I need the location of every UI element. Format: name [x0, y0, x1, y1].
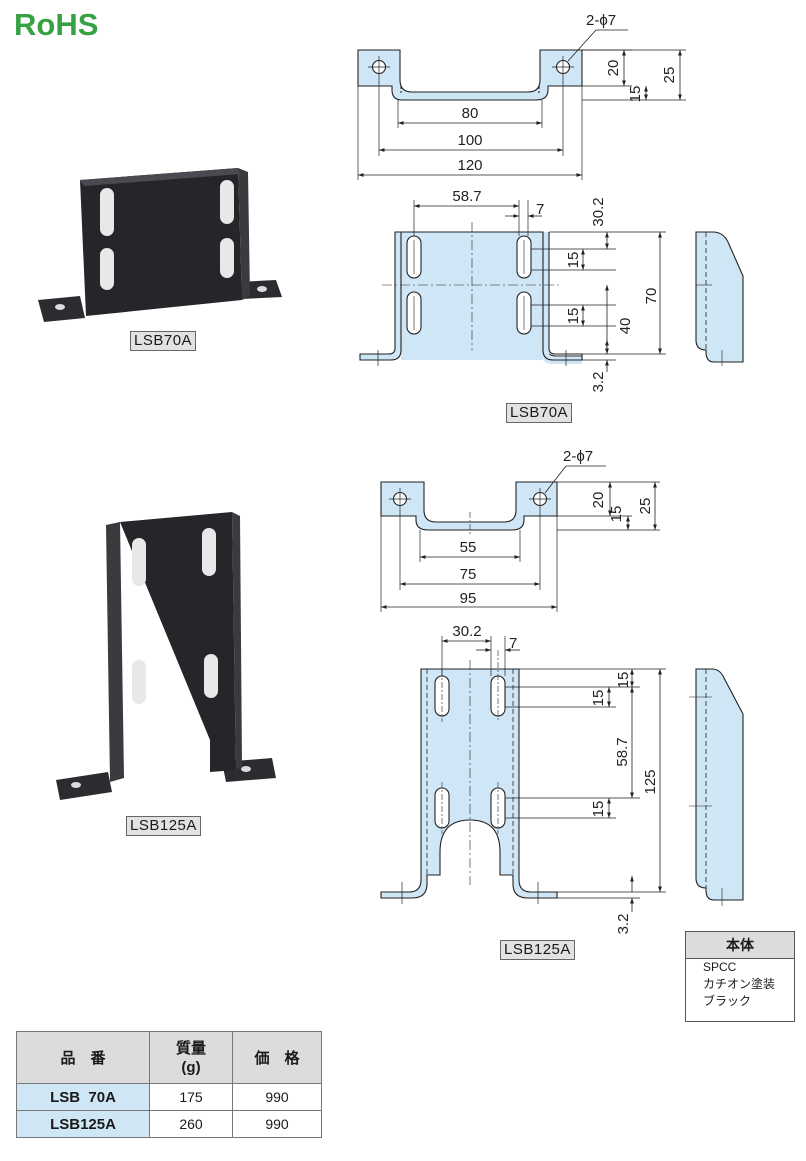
lsb70a-drawing-caption: LSB70A — [506, 403, 573, 423]
dim-holes: 2-ϕ7 — [586, 12, 616, 29]
material-line: SPCC — [703, 960, 737, 974]
dim-80: 80 — [462, 105, 479, 122]
dim-30-2: 30.2 — [590, 197, 607, 226]
lsb125a-photo-caption: LSB125A — [126, 816, 201, 836]
dim-3-2: 3.2 — [615, 914, 632, 935]
price-cell: 990 — [232, 1110, 322, 1138]
dim-25: 25 — [637, 498, 654, 515]
material-line: ブラック — [703, 994, 752, 1008]
dim-30-2: 30.2 — [452, 623, 481, 640]
dim-70: 70 — [643, 288, 660, 305]
lsb125a-top-dims: 2-ϕ7 20 15 25 55 75 95 — [460, 448, 654, 607]
model-cell: LSB125A — [16, 1110, 150, 1138]
dim-7: 7 — [509, 635, 517, 652]
rohs-logo-text: RoHS — [14, 7, 98, 42]
dim-75: 75 — [460, 566, 477, 583]
lsb70a-photo-caption: LSB70A — [130, 331, 197, 351]
lsb125a-front-dims: 30.2 7 15 15 15 58.7 125 3.2 — [452, 623, 659, 934]
dim-3-2: 3.2 — [590, 372, 607, 393]
rohs-logo: RoHS — [14, 7, 98, 42]
dim-7: 7 — [536, 201, 544, 218]
dim-15-lower: 15 — [565, 308, 582, 325]
dim-20: 20 — [590, 492, 607, 509]
lsb125a-front-view — [380, 636, 666, 912]
lsb125a-photo — [56, 512, 276, 800]
lsb70a-top-view — [357, 29, 686, 180]
price-cell: 990 — [232, 1083, 322, 1111]
dim-holes: 2-ϕ7 — [563, 448, 593, 465]
dim-15: 15 — [627, 86, 644, 103]
dim-120: 120 — [457, 157, 482, 174]
material-header: 本体 — [686, 932, 794, 959]
mass-cell: 260 — [149, 1110, 233, 1138]
table-row: LSB 70A 175 990 — [16, 1083, 322, 1111]
header-model: 品 番 — [16, 1031, 150, 1084]
table-row: LSB125A 260 990 — [16, 1110, 322, 1138]
dim-125: 125 — [642, 769, 659, 794]
lsb70a-side-view — [695, 231, 744, 366]
lsb70a-front-view — [359, 200, 666, 372]
dim-40: 40 — [617, 318, 634, 335]
header-mass: 質量 (g) — [149, 1031, 233, 1084]
dim-25: 25 — [661, 67, 678, 84]
dim-15-upper: 15 — [590, 690, 607, 707]
dim-58-7: 58.7 — [452, 188, 481, 205]
dim-100: 100 — [457, 132, 482, 149]
price-table: 品 番 質量 (g) 価 格 LSB 70A 175 990 LSB125A 2… — [16, 1031, 322, 1138]
dim-95: 95 — [460, 590, 477, 607]
dim-58-7: 58.7 — [614, 737, 631, 766]
model-cell: LSB 70A — [16, 1083, 150, 1111]
material-line: カチオン塗装 — [703, 977, 776, 991]
lsb70a-front-dims: 58.7 7 30.2 15 15 40 70 3.2 — [452, 188, 660, 392]
mass-cell: 175 — [149, 1083, 233, 1111]
lsb70a-photo — [38, 168, 282, 322]
dim-20: 20 — [605, 60, 622, 77]
dim-15-lower: 15 — [590, 801, 607, 818]
dim-15-top: 15 — [615, 672, 632, 689]
lsb125a-top-view — [380, 465, 660, 612]
lsb125a-side-view — [689, 668, 744, 906]
header-price: 価 格 — [232, 1031, 322, 1084]
dim-55: 55 — [460, 539, 477, 556]
dim-15: 15 — [608, 506, 625, 523]
table-header-row: 品 番 質量 (g) 価 格 — [16, 1031, 322, 1084]
lsb70a-top-dims: 2-ϕ7 20 15 25 80 100 120 — [457, 12, 678, 174]
lsb125a-drawing-caption: LSB125A — [500, 940, 575, 960]
dim-15-upper: 15 — [565, 252, 582, 269]
material-spec-box: 本体 SPCC カチオン塗装 ブラック — [685, 931, 795, 1022]
